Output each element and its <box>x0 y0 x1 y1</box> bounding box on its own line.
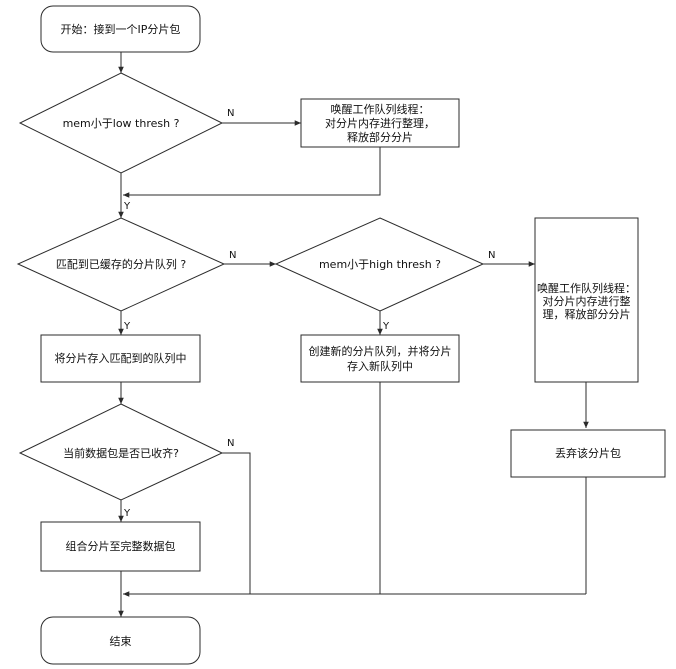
label-complete-yes: Y <box>123 508 131 519</box>
edge-labels: N Y N Y N Y N Y <box>123 108 495 519</box>
start-node-label: 开始：接到一个IP分片包 <box>61 22 181 36</box>
create-queue-line-1: 创建新的分片队列，并将分片 <box>309 344 452 358</box>
label-low-mem-yes: Y <box>123 201 131 212</box>
edge-wake1-return <box>123 147 381 198</box>
decision-high-mem-label: mem小于high thresh ? <box>319 258 441 271</box>
wake-worker-node-2: 唤醒工作队列线程： 对分片内存进行整 理，释放部分分片 <box>534 217 639 383</box>
create-queue-line-2: 存入新队列中 <box>347 359 413 373</box>
decision-match-queue-label: 匹配到已缓存的分片队列 ? <box>56 257 186 271</box>
start-node: 开始：接到一个IP分片包 <box>40 5 201 53</box>
label-complete-no: N <box>227 438 234 449</box>
discard-node: 丢弃该分片包 <box>510 429 666 478</box>
label-match-yes: Y <box>123 321 131 332</box>
end-node-label: 结束 <box>110 635 132 648</box>
wake-worker-2-line-2: 对分片内存进行整 <box>543 294 631 308</box>
wake-worker-node-1: 唤醒工作队列线程： 对分片内存进行整理， 释放部分分片 <box>300 98 460 148</box>
label-low-mem-no: N <box>227 108 234 119</box>
assemble-node: 组合分片至完整数据包 <box>40 521 201 572</box>
decision-high-mem: mem小于high thresh ? <box>274 217 485 312</box>
wake-worker-1-line-3: 释放部分分片 <box>347 130 413 144</box>
label-high-mem-no: N <box>488 250 495 261</box>
decision-match-queue: 匹配到已缓存的分片队列 ? <box>16 217 226 312</box>
decision-complete: 当前数据包是否已收齐? <box>18 403 224 501</box>
wake-worker-2-line-3: 理，释放部分分片 <box>543 307 631 321</box>
decision-low-mem: mem小于low thresh ? <box>18 72 224 174</box>
wake-worker-2-line-1: 唤醒工作队列线程： <box>537 281 636 295</box>
discard-label: 丢弃该分片包 <box>555 446 621 460</box>
label-high-mem-yes: Y <box>382 321 390 332</box>
store-matched-node: 将分片存入匹配到的队列中 <box>40 334 201 383</box>
label-match-no: N <box>229 250 236 261</box>
wake-worker-1-line-1: 唤醒工作队列线程： <box>331 102 430 116</box>
wake-worker-1-line-2: 对分片内存进行整理， <box>325 116 435 130</box>
edge-complete-no <box>222 452 251 594</box>
edges <box>118 52 589 617</box>
decision-complete-label: 当前数据包是否已收齐? <box>63 446 179 460</box>
decision-low-mem-label: mem小于low thresh ? <box>63 117 180 130</box>
end-node: 结束 <box>40 616 201 665</box>
create-queue-node: 创建新的分片队列，并将分片 存入新队列中 <box>300 334 460 383</box>
assemble-label: 组合分片至完整数据包 <box>66 539 176 553</box>
store-matched-label: 将分片存入匹配到的队列中 <box>55 351 187 365</box>
